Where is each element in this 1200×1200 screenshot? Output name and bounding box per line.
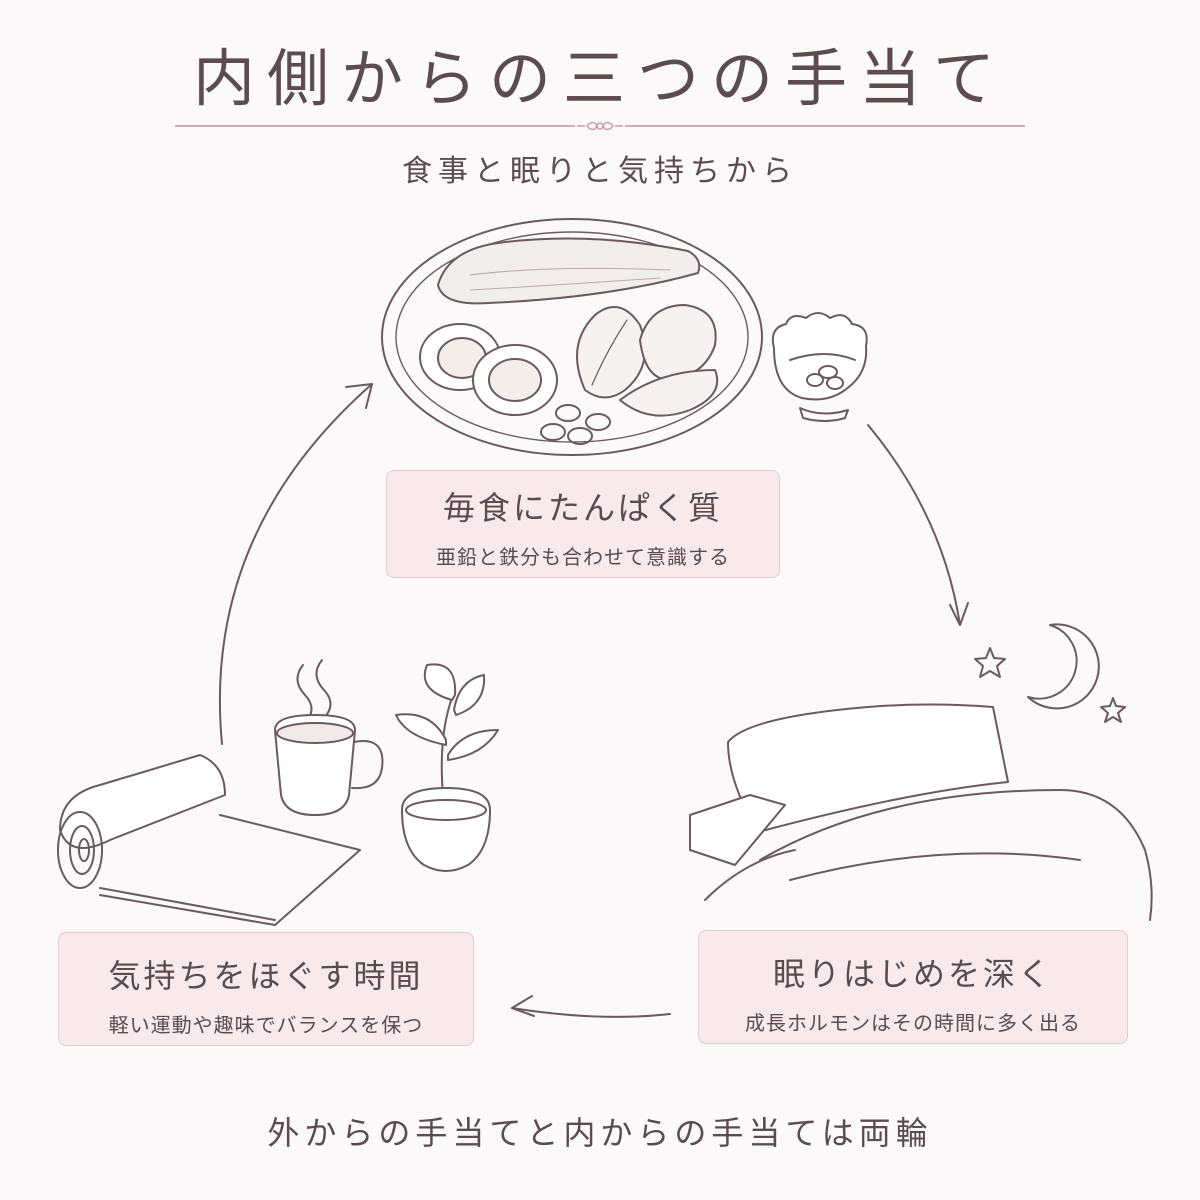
star-icon xyxy=(1100,697,1126,723)
card-food-heading: 毎食にたんぱく質 xyxy=(442,489,723,527)
tea-cup-icon xyxy=(274,659,384,816)
card-food: 毎食にたんぱく質 亜鉛と鉄分も合わせて意識する xyxy=(386,470,780,578)
moon-icon xyxy=(1027,623,1100,710)
card-mind-heading: 気持ちをほぐす時間 xyxy=(108,957,424,995)
card-mind-sub: 軽い運動や趣味でバランスを保つ xyxy=(108,1013,424,1037)
card-sleep: 眠りはじめを深く 成長ホルモンはその時間に多く出る xyxy=(698,930,1128,1044)
card-sleep-heading: 眠りはじめを深く xyxy=(772,955,1053,993)
card-food-sub: 亜鉛と鉄分も合わせて意識する xyxy=(436,545,730,569)
card-sleep-sub: 成長ホルモンはその時間に多く出る xyxy=(745,1011,1081,1035)
cycle-arrow-icon xyxy=(867,424,969,626)
page-subtitle: 食事と眠りと気持ちから xyxy=(402,154,798,189)
title-divider xyxy=(175,121,1025,131)
star-icon xyxy=(974,647,1006,678)
page-title: 内側からの三つの手当て xyxy=(192,42,1007,115)
footer-note: 外からの手当てと内からの手当ては両輪 xyxy=(267,1114,933,1152)
plant-icon xyxy=(395,663,499,872)
yoga-mat-icon xyxy=(57,754,361,926)
ornament-icon xyxy=(577,121,623,131)
bed-icon xyxy=(689,703,1153,921)
food-plate-icon xyxy=(381,218,763,456)
card-mind: 気持ちをほぐす時間 軽い運動や趣味でバランスを保つ xyxy=(58,932,474,1046)
cycle-arrow-icon xyxy=(218,383,373,745)
cycle-arrow-icon xyxy=(511,995,671,1018)
nuts-bowl-icon xyxy=(771,312,868,422)
